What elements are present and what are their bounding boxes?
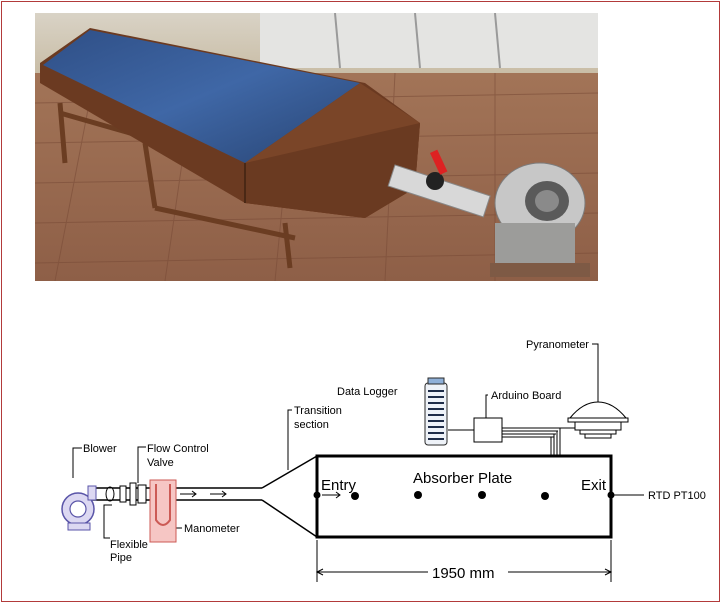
- blower-icon: [61, 485, 97, 531]
- label-data-logger: Data Logger: [337, 386, 398, 398]
- label-manometer: Manometer: [184, 523, 240, 535]
- schematic-diagram: Blower Flow Control Valve Flexible Pipe …: [61, 339, 706, 582]
- label-transition-1: Transition: [294, 405, 342, 417]
- flow-control-valve-icon: [119, 482, 147, 506]
- label-flexible-pipe-2: Pipe: [110, 552, 132, 564]
- pyranometer-icon: [567, 401, 629, 439]
- arduino-board-icon: [473, 417, 503, 443]
- collector-photo: [35, 13, 598, 281]
- label-exit: Exit: [581, 477, 607, 494]
- data-logger-icon: [424, 377, 448, 446]
- label-entry: Entry: [321, 477, 357, 494]
- label-transition-2: section: [294, 419, 329, 431]
- label-flow-control-valve-1: Flow Control: [147, 443, 209, 455]
- label-flow-control-valve-2: Valve: [147, 457, 174, 469]
- label-pyranometer: Pyranometer: [526, 339, 589, 351]
- label-dimension: 1950 mm: [432, 565, 495, 582]
- label-rtd: RTD PT100: [648, 490, 706, 502]
- flexible-pipe-icon: [105, 486, 116, 502]
- measurement-points: [313, 491, 615, 500]
- label-flexible-pipe-1: Flexible: [110, 539, 148, 551]
- label-blower: Blower: [83, 443, 117, 455]
- manometer-icon: [149, 479, 177, 543]
- label-absorber-plate: Absorber Plate: [413, 470, 512, 487]
- label-arduino-board: Arduino Board: [491, 390, 561, 402]
